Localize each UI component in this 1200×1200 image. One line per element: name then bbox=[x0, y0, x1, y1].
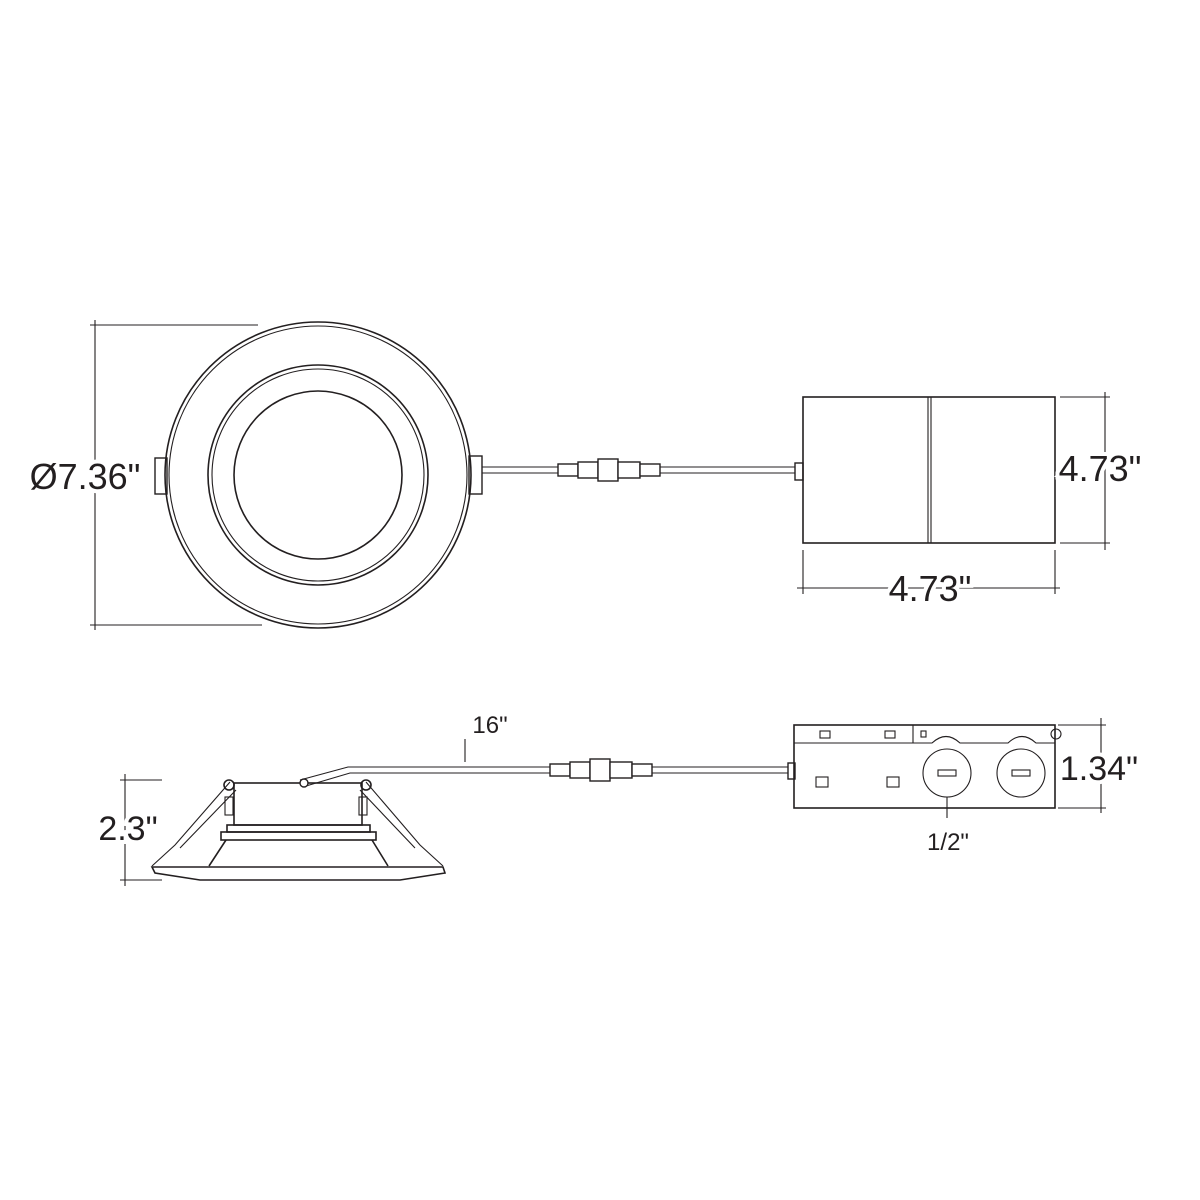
box-depth-label: 1.34" bbox=[1060, 750, 1138, 788]
side-cable bbox=[299, 739, 796, 788]
lens bbox=[233, 390, 403, 560]
box-height-label: 4.73" bbox=[1059, 448, 1142, 489]
height-dimension bbox=[120, 774, 162, 886]
knockout-size-label: 1/2" bbox=[927, 829, 969, 856]
fixture-top-view bbox=[154, 321, 483, 629]
top-cable bbox=[482, 458, 804, 482]
cable-length-label: 16" bbox=[472, 712, 507, 739]
junction-box-top-view bbox=[802, 396, 1056, 544]
trim-outer-ring bbox=[164, 321, 472, 629]
height-label: 2.3" bbox=[98, 810, 157, 848]
right-mount-tab bbox=[468, 455, 483, 495]
box-width-label: 4.73" bbox=[889, 568, 972, 609]
junction-box-side-view bbox=[793, 724, 1062, 818]
left-mount-tab bbox=[154, 457, 168, 495]
knockout bbox=[996, 748, 1046, 798]
knockout-half-inch bbox=[922, 748, 972, 798]
fixture-side-view bbox=[150, 779, 447, 881]
diameter-dimension bbox=[90, 320, 262, 630]
box-depth-dimension bbox=[1058, 718, 1106, 813]
box-width-dimension bbox=[797, 550, 1060, 594]
diameter-label: Ø7.36" bbox=[30, 456, 141, 497]
reflector-ring bbox=[207, 364, 429, 586]
box-height-dimension bbox=[1060, 392, 1110, 550]
